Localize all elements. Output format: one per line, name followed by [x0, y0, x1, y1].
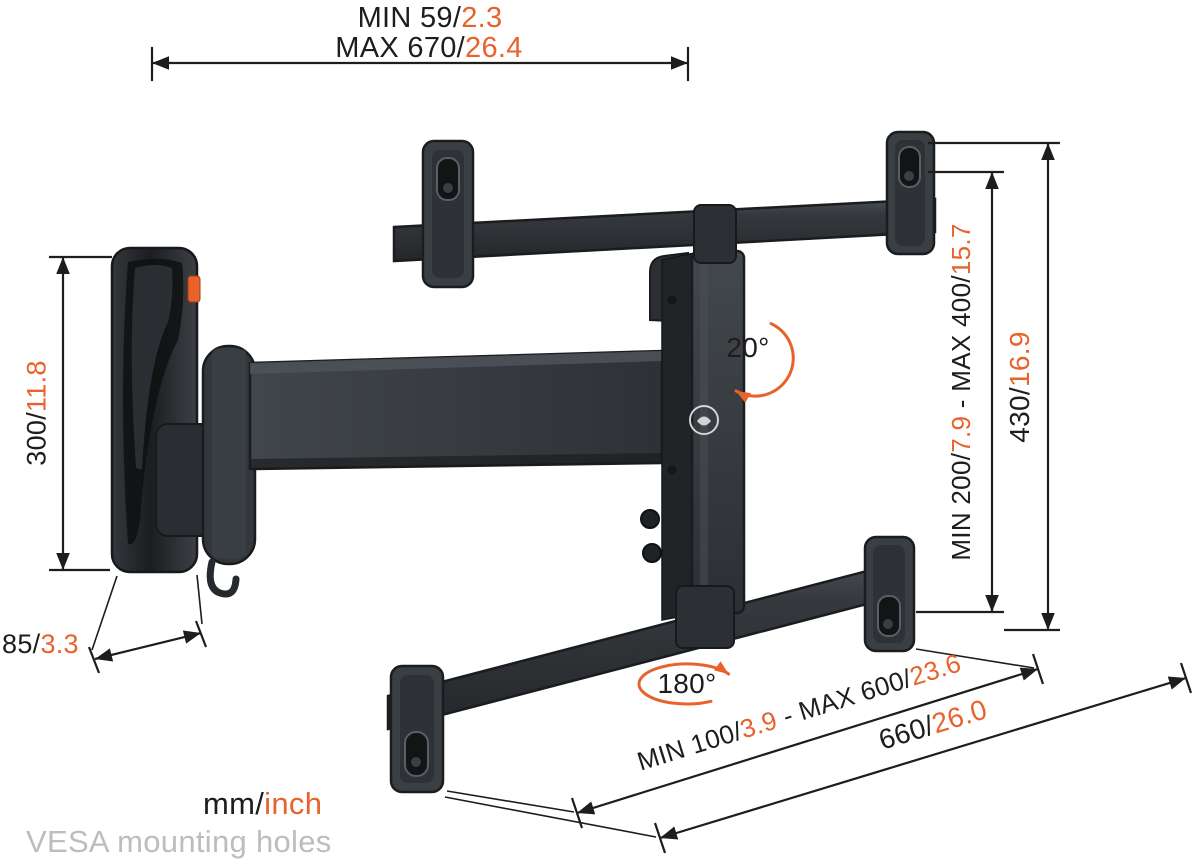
dimension-label-distance-min: MIN 59/2.3 [358, 4, 503, 33]
angle-value: 20° [726, 332, 770, 363]
cable-loop [206, 558, 240, 598]
vesa-note-text: VESA mounting holes [26, 824, 332, 859]
units-legend: mm/inch [203, 788, 322, 819]
release-tab [187, 275, 201, 303]
dimension-label-distance-max: MAX 670/26.4 [335, 34, 522, 63]
vesa-note: VESA mounting holes [26, 826, 332, 857]
brand-logo [689, 405, 719, 435]
angle-arrows [637, 322, 795, 706]
wall-mount-product [110, 130, 937, 794]
dimension-label-total-height: 430/16.9 [1004, 331, 1035, 443]
dimension-label-vesa-vertical: MIN 200/7.9 - MAX 400/15.7 [946, 223, 976, 561]
dimension-label-plate-depth: 85/3.3 [2, 631, 79, 658]
mm-unit-label: mm/ [203, 786, 265, 821]
top-rail-hook [693, 204, 737, 264]
mm-value: 85/ [2, 629, 41, 659]
mm-value: MIN 59/ [357, 2, 462, 34]
mm-value: 300/ [21, 412, 52, 466]
wall-plate [110, 246, 201, 574]
inch-value: 26.4 [465, 32, 523, 64]
top-rail [392, 130, 937, 289]
rotation-angle-label: 180° [657, 670, 716, 698]
dimension-label-plate-height: 300/11.8 [21, 360, 52, 466]
articulating-arm [155, 344, 664, 598]
tilt-angle-arrow [734, 322, 795, 403]
mm-value: 430/ [1004, 387, 1035, 443]
tilt-angle-label: 20° [726, 334, 769, 362]
bottom-rail-left-clamp [389, 664, 445, 794]
inch-value: 16.9 [1004, 331, 1035, 387]
rotation-angle-arrow [637, 661, 731, 706]
inch-value: 3.3 [40, 629, 79, 659]
mm-value: MIN 200/ [946, 452, 976, 561]
mm-value: MAX 670/ [335, 32, 466, 64]
mm-value: - MAX 400/ [946, 275, 976, 416]
inch-value: 2.3 [461, 2, 503, 34]
inch-value: 7.9 [946, 415, 976, 453]
bottom-rail [386, 535, 916, 794]
bottom-rail-right-clamp [863, 535, 916, 653]
inch-value: 11.8 [21, 360, 52, 412]
inch-value: 15.7 [946, 223, 976, 276]
dimension-lines [49, 47, 1193, 854]
angle-value: 180° [657, 668, 717, 699]
top-rail-right-clamp [885, 130, 936, 256]
inch-unit-label: inch [264, 786, 323, 821]
bottom-rail-hook [675, 585, 735, 649]
top-rail-left-clamp [421, 139, 475, 289]
vertical-column [640, 204, 746, 649]
